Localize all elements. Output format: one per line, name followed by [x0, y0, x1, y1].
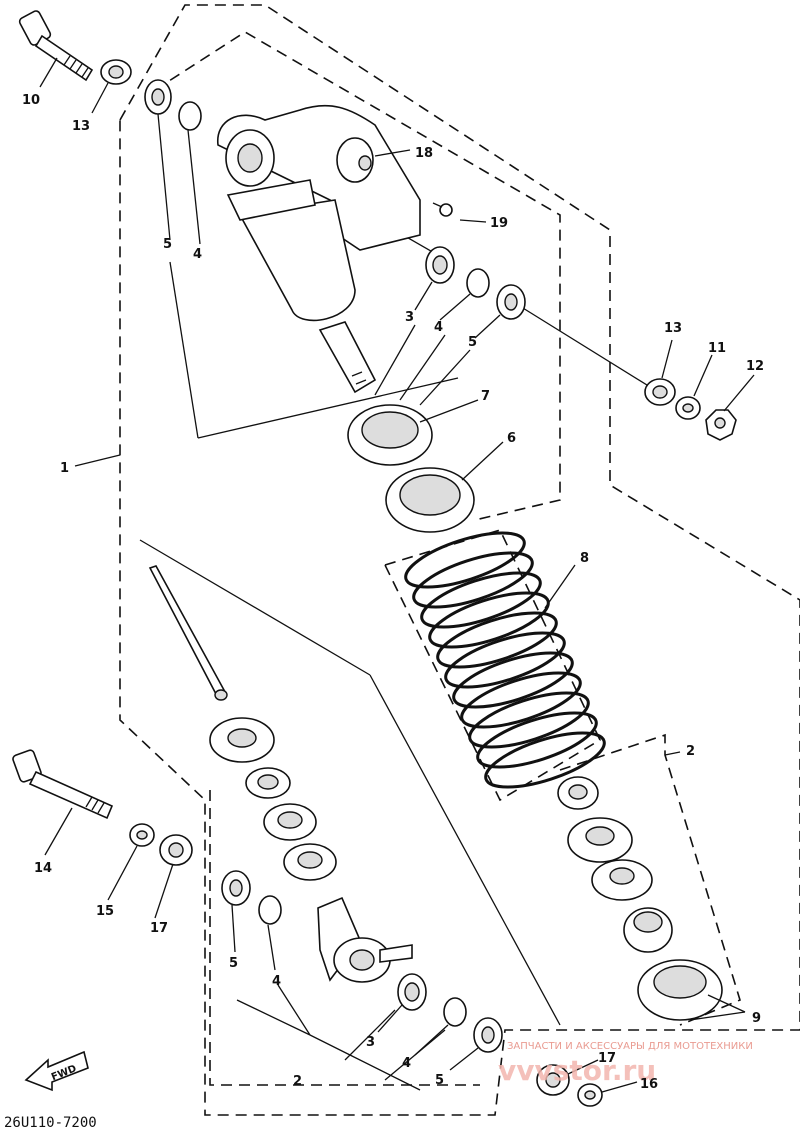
- spring-coil: [476, 711, 598, 769]
- watermark-tagline: ЗАПЧАСТИ И АКСЕССУАРЫ ДЛЯ МОТОТЕХНИКИ: [507, 1041, 753, 1052]
- callout-8: 8: [580, 551, 589, 566]
- callout-4-top-left: 4: [193, 247, 202, 262]
- figure-code: 26U110-7200: [4, 1115, 97, 1131]
- callout-5-top-right: 5: [468, 335, 477, 350]
- oil-seal-5-top: [144, 79, 172, 115]
- callout-2-lower: 2: [293, 1074, 302, 1089]
- spring-boundary: [383, 529, 602, 802]
- spring-coil: [468, 691, 590, 749]
- callout-13-right: 13: [664, 321, 682, 336]
- bushing-13-top: [100, 59, 132, 85]
- circlip-4-lower-right: [443, 997, 467, 1027]
- washer-16: [577, 1083, 603, 1107]
- spring-coil: [436, 611, 558, 669]
- fwd-arrow-icon: FWD: [24, 1050, 89, 1092]
- shock-body-upper: [217, 104, 421, 394]
- circlip-4-right: [466, 268, 490, 298]
- callout-3-top: 3: [405, 310, 414, 325]
- adjuster-ring-6: [385, 467, 475, 533]
- callout-18: 18: [415, 146, 433, 161]
- callout-5-top-left: 5: [163, 237, 172, 252]
- callout-15: 15: [96, 904, 114, 919]
- watermark-brand: vvvstor.ru: [498, 1054, 656, 1087]
- callout-13-top: 13: [72, 119, 90, 134]
- top-group-boundary: [154, 31, 561, 521]
- callout-3-lower: 3: [366, 1035, 375, 1050]
- callout-2-right: 2: [686, 744, 695, 759]
- callout-4-top-right: 4: [434, 320, 443, 335]
- spring-coil: [412, 551, 534, 609]
- bushing-3-lower: [397, 973, 427, 1011]
- rod-leader-line: [139, 539, 371, 676]
- spring-coil: [452, 651, 574, 709]
- oil-seal-5-lower: [221, 870, 251, 906]
- callout-6: 6: [507, 431, 516, 446]
- callout-labels: 10 13 5 4 18 19 3 4 5 13 11 12 7 6 1 8 2…: [22, 93, 764, 1092]
- bushing-3-top: [425, 246, 455, 284]
- washer-15: [129, 823, 155, 847]
- callout-16: 16: [640, 1077, 658, 1092]
- callout-10: 10: [22, 93, 40, 108]
- callout-9: 9: [752, 1011, 761, 1026]
- bushing-17-left: [159, 834, 193, 866]
- pushrod: [148, 565, 228, 701]
- spring-coil: [404, 531, 526, 589]
- nut-12: [705, 409, 737, 441]
- lock-ring-7: [347, 404, 433, 466]
- callout-19: 19: [490, 216, 508, 231]
- callout-4-lower-right: 4: [402, 1056, 411, 1071]
- circlip-4-lower: [258, 895, 282, 925]
- callout-17-left: 17: [150, 921, 168, 936]
- right-lower-part-stack: [557, 776, 723, 1021]
- spring-coil: [428, 591, 550, 649]
- axis-line-right: [509, 299, 656, 391]
- bushing-17-right: [536, 1064, 570, 1096]
- spring-coil: [420, 571, 542, 629]
- callout-7: 7: [481, 389, 490, 404]
- callout-4-lower-left: 4: [272, 974, 281, 989]
- callout-14: 14: [34, 861, 52, 876]
- circlip-4-top: [178, 101, 202, 131]
- spring-coil: [460, 671, 582, 729]
- watermark: ЗАПЧАСТИ И АКСЕССУАРЫ ДЛЯ МОТОТЕХНИКИ vv…: [498, 1041, 753, 1087]
- callout-12: 12: [746, 359, 764, 374]
- screw-19: [432, 202, 453, 217]
- callout-5-lower-left: 5: [229, 956, 238, 971]
- oil-seal-5-lower-right: [473, 1017, 503, 1053]
- callout-5-lower-right: 5: [435, 1073, 444, 1088]
- callout-17-right: 17: [598, 1051, 616, 1066]
- bolt-14: [12, 749, 114, 820]
- oil-seal-5-right: [496, 284, 526, 320]
- lower-clevis: [317, 896, 413, 983]
- spring-coil: [484, 731, 606, 789]
- rod-leader-line-2: [369, 674, 561, 1026]
- spring-8: [404, 531, 606, 789]
- callout-leaders: [39, 57, 755, 1093]
- callout-1: 1: [60, 461, 69, 476]
- washer-11: [675, 396, 701, 420]
- spring-coil: [444, 631, 566, 689]
- bolt-10: [18, 10, 94, 82]
- callout-11: 11: [708, 341, 726, 356]
- lower-left-part-stack: [209, 717, 337, 881]
- bushing-13-right: [644, 378, 676, 406]
- assembly-2-boundary-lower: [209, 790, 480, 1086]
- assembly-1-boundary: [119, 4, 800, 1116]
